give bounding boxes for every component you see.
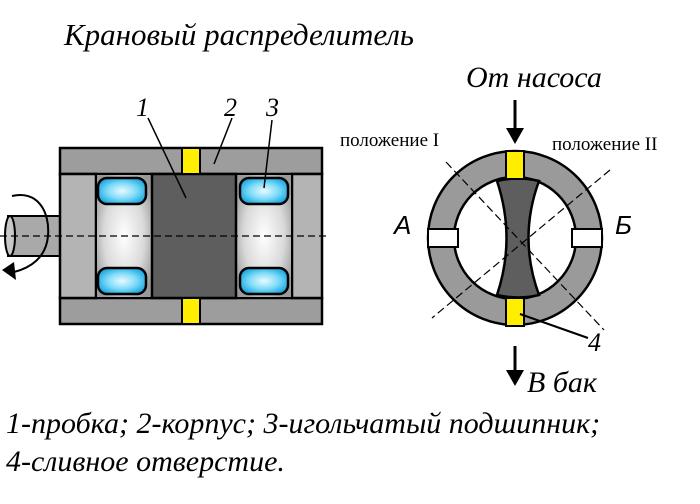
legend-line-1: 1-пробка; 2-корпус; 3-игольчатый подшипн… [6, 407, 601, 440]
part-label-1: 1 [136, 93, 149, 122]
outlet-arrow-head [506, 370, 524, 386]
position-1-label: положение I [340, 130, 439, 151]
port-a-label: А [392, 210, 411, 240]
needle-bearing [238, 266, 290, 296]
drain-port [181, 297, 201, 325]
part-label-3: 3 [265, 93, 279, 122]
end-drain-port [505, 297, 525, 327]
part-label-2: 2 [224, 93, 237, 122]
needle-bearing [96, 266, 148, 296]
leader-line-4 [519, 313, 589, 339]
port-a [427, 228, 459, 248]
leader-line-3 [263, 119, 273, 189]
inlet-port [181, 147, 201, 175]
rotation-arrow-head [2, 262, 16, 280]
position-1-line [445, 161, 605, 331]
right-end-view: От насоса положение I положение II А Б 4… [340, 61, 657, 399]
housing-right-wall [290, 172, 324, 300]
port-b-label: Б [615, 210, 632, 240]
end-inlet-port [505, 150, 525, 180]
outlet-label: В бак [527, 366, 598, 399]
diagram-title: Крановый распределитель [63, 17, 414, 52]
position-2-line [431, 169, 611, 319]
port-b [571, 228, 603, 248]
position-2-label: положение II [552, 134, 657, 155]
drain-part-label: 4 [588, 328, 601, 357]
left-section-view: 1 2 3 [0, 93, 330, 326]
plug-profile [495, 177, 541, 299]
inlet-arrow-head [506, 128, 524, 144]
inlet-label: От насоса [466, 61, 602, 94]
leader-line-2 [213, 117, 233, 165]
legend-line-2: 4-сливное отверстие. [6, 445, 285, 478]
leader-line-1 [147, 117, 187, 199]
needle-bearing [238, 176, 290, 206]
needle-bearing [96, 176, 148, 206]
